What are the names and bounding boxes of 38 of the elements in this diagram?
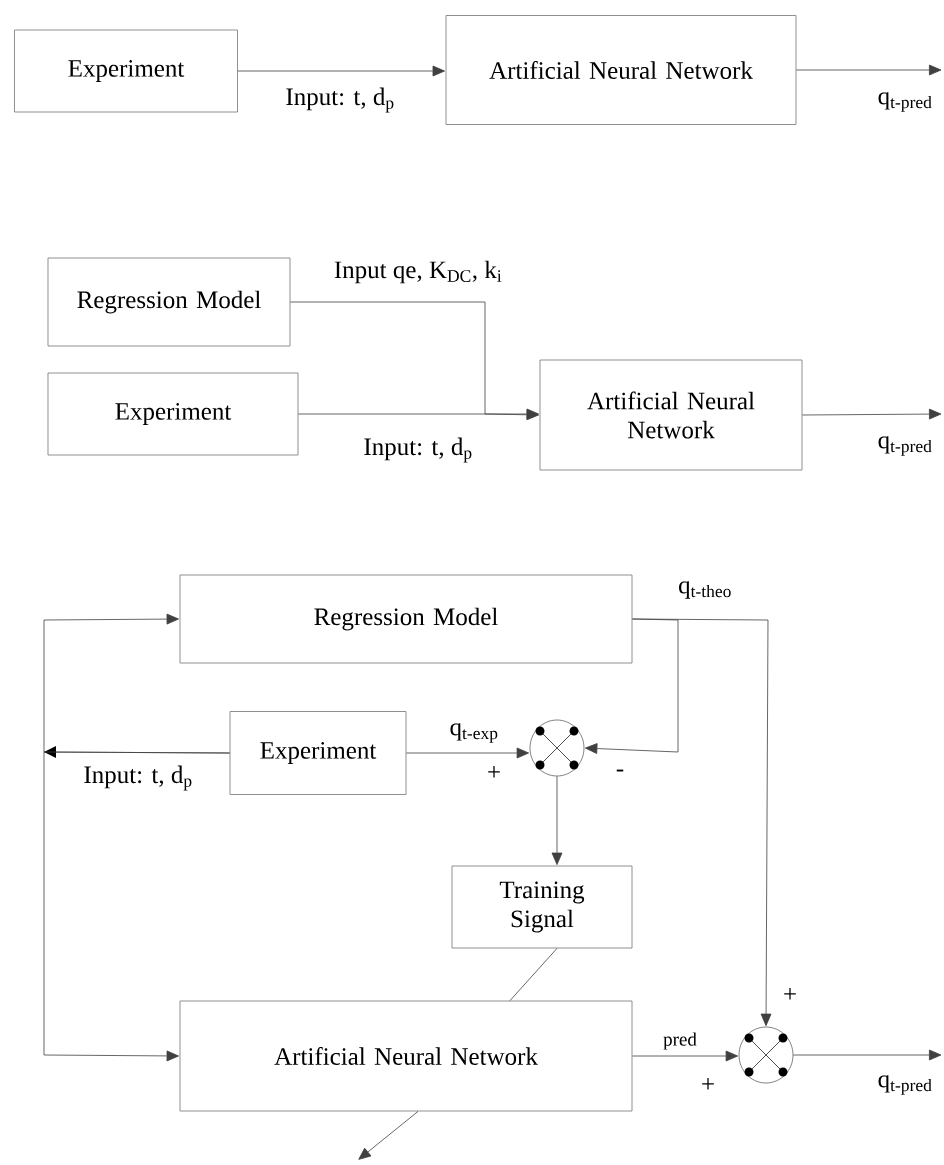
process-box: Regression Model: [179, 574, 633, 664]
arrow: [632, 1050, 739, 1062]
summing-junction: [529, 719, 585, 777]
process-box: Experiment: [229, 711, 407, 795]
arrow: [298, 408, 539, 420]
edge-label: q$_{t-pred}$: [876, 91, 934, 113]
process-box: Training Signal: [451, 865, 633, 949]
arrow: [237, 65, 445, 77]
arrow: [43, 751, 230, 1062]
arrow: [358, 1111, 419, 1160]
edge-label: Input qe, K$_{DC}$, k$_{i}$: [332, 259, 504, 285]
arrow: [290, 301, 539, 421]
arrow: [584, 618, 679, 754]
arrow: [632, 618, 772, 1027]
summing-junction: [738, 1026, 794, 1084]
edge-label: Input: t, d$_{p}$: [284, 86, 396, 114]
edge-label: q$_{t-exp}$: [448, 722, 500, 744]
edge-label: q$_{t-pred}$: [876, 1074, 934, 1096]
edge-label: pred: [662, 1031, 698, 1051]
process-box: Artificial Neural Network: [539, 359, 803, 471]
edge-label: q$_{t-pred}$: [876, 435, 934, 457]
process-box: Regression Model: [47, 257, 291, 347]
process-box: Artificial Neural Network: [445, 15, 797, 125]
sign-label: -: [616, 769, 624, 772]
process-box: Experiment: [14, 29, 238, 113]
process-box: Experiment: [47, 372, 299, 456]
arrow: [406, 747, 529, 759]
arrow: [551, 775, 563, 865]
edge-label: Input: t, d$_{p}$: [82, 764, 194, 792]
edge-label: q$_{t-theo}$: [677, 580, 733, 600]
sign-label: +: [488, 765, 500, 778]
arrow: [796, 64, 942, 76]
edge-label: Input: t, d$_{p}$: [362, 436, 474, 464]
arrow: [792, 1049, 942, 1061]
sign-label: +: [784, 987, 796, 1000]
sign-label: +: [702, 1077, 714, 1090]
arrow: [802, 408, 942, 420]
process-box: Artificial Neural Network: [179, 1000, 633, 1112]
